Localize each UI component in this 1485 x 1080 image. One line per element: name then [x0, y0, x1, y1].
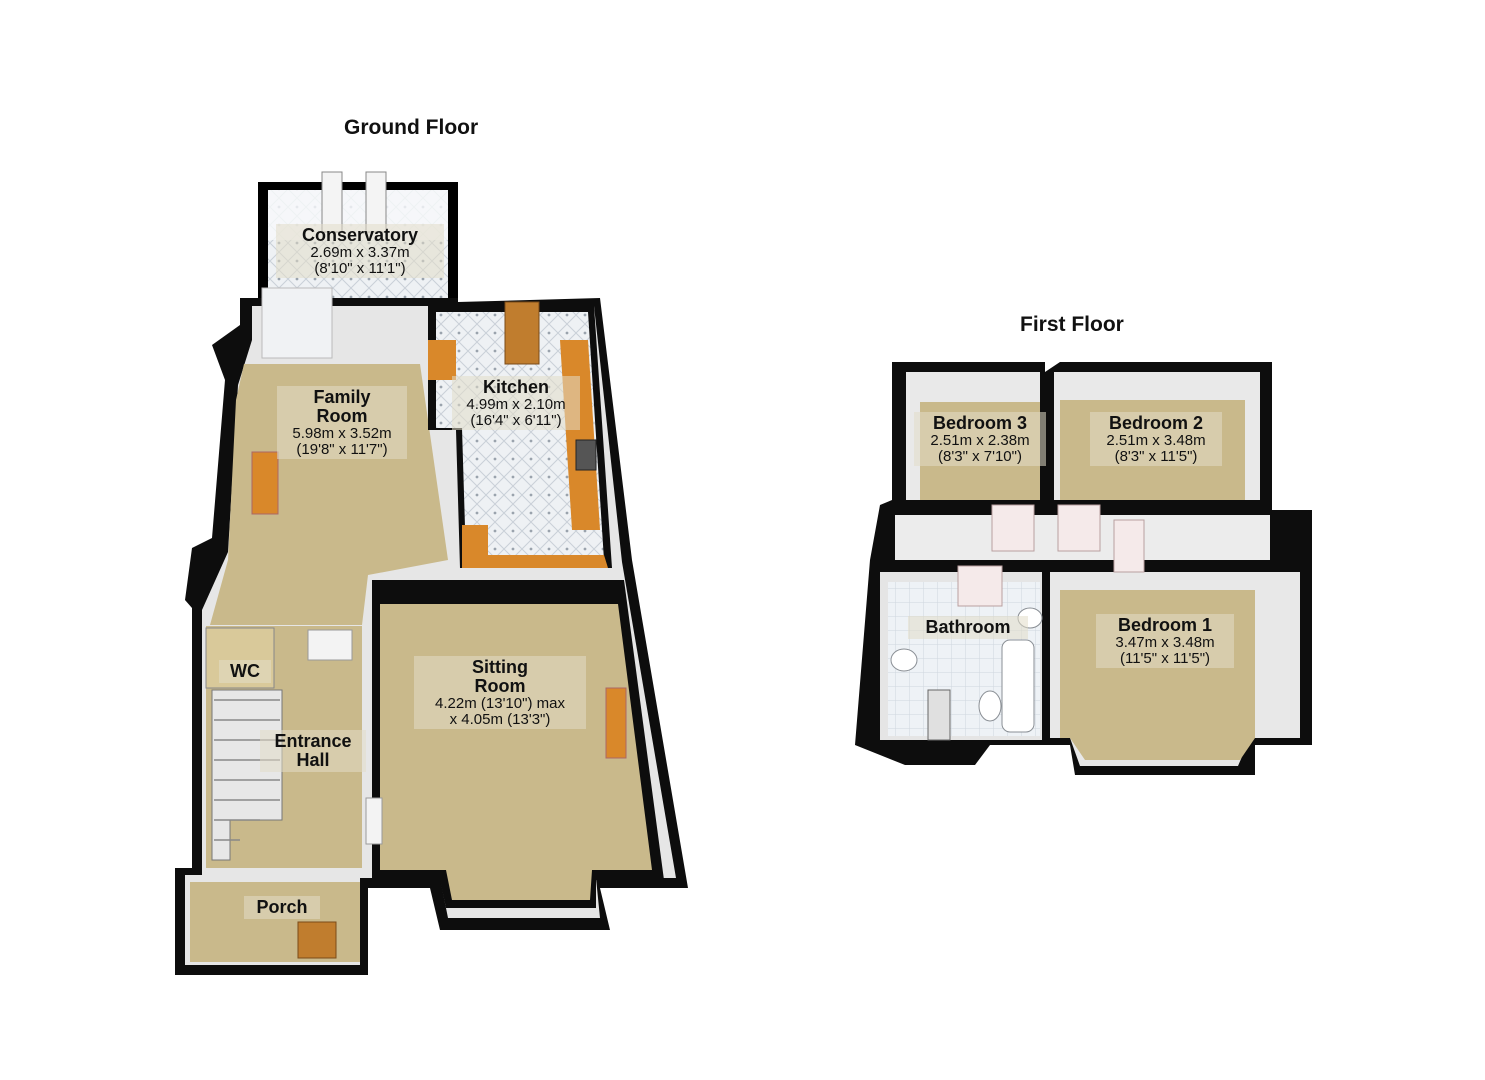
sitting-room-imperial: x 4.05m (13'3")	[449, 710, 551, 728]
sitting-room	[365, 580, 664, 908]
conservatory-metric: 2.69m x 3.37m	[310, 243, 410, 261]
conservatory-imperial: (8'10" x 11'1")	[314, 259, 406, 277]
wc-name: WC	[230, 661, 260, 681]
sitting-room-label: Sitting Room 4.22m (13'10") max x 4.05m …	[414, 656, 586, 730]
bedroom-2-imperial: (8'3" x 11'5")	[1114, 447, 1198, 465]
entrance-hall-name-line1: Entrance	[274, 731, 352, 751]
bedroom-3-imperial: (8'3" x 7'10")	[938, 447, 1022, 465]
family-room-name-line2: Room	[316, 405, 368, 426]
entrance-hall-name-line2: Hall	[296, 749, 330, 770]
porch-name: Porch	[256, 897, 308, 917]
sitting-room-metric: 4.22m (13'10") max	[435, 694, 565, 712]
bedroom-3-name: Bedroom 3	[932, 413, 1028, 433]
bedroom-3-metric: 2.51m x 2.38m	[930, 431, 1030, 449]
bedroom-2-metric: 2.51m x 3.48m	[1106, 431, 1206, 449]
kitchen-name: Kitchen	[482, 377, 549, 397]
conservatory-name: Conservatory	[301, 225, 419, 245]
conservatory-label: Conservatory 2.69m x 3.37m (8'10" x 11'1…	[276, 224, 444, 279]
kitchen-label: Kitchen 4.99m x 2.10m (16'4" x 6'11")	[452, 376, 580, 431]
kitchen-metric: 4.99m x 2.10m	[466, 395, 566, 413]
bedroom-2-name: Bedroom 2	[1108, 413, 1204, 433]
bedroom-1-imperial: (11'5" x 11'5")	[1119, 649, 1211, 667]
landing-area	[895, 504, 1270, 560]
ground-floor-title: Ground Floor	[344, 116, 479, 139]
family-room-name-line1: Family	[313, 387, 371, 407]
kitchen-imperial: (16'4" x 6'11")	[470, 411, 562, 429]
family-room-imperial: (19'8" x 11'7")	[296, 440, 388, 458]
wc-label: WC	[219, 660, 271, 683]
bathroom-room	[880, 565, 1043, 741]
porch-label: Porch	[244, 896, 320, 919]
bathroom-label: Bathroom	[908, 616, 1028, 639]
bedroom-3-label: Bedroom 3 2.51m x 2.38m (8'3" x 7'10")	[914, 412, 1046, 467]
family-room-label: Family Room 5.98m x 3.52m (19'8" x 11'7"…	[277, 386, 407, 460]
ground-floor-plan	[175, 171, 688, 975]
bedroom-2-label: Bedroom 2 2.51m x 3.48m (8'3" x 11'5")	[1090, 412, 1222, 467]
family-room-metric: 5.98m x 3.52m	[292, 424, 392, 442]
first-floor-title: First Floor	[1020, 313, 1124, 336]
bedroom-1-name: Bedroom 1	[1117, 615, 1213, 635]
sitting-room-name-line2: Room	[474, 675, 526, 696]
kitchen-room	[428, 301, 612, 568]
bedroom-1-label: Bedroom 1 3.47m x 3.48m (11'5" x 11'5")	[1096, 614, 1234, 669]
bathroom-name: Bathroom	[925, 617, 1011, 637]
sitting-room-name-line1: Sitting	[472, 657, 528, 677]
entrance-hall-label: Entrance Hall	[260, 730, 366, 772]
bedroom-1-metric: 3.47m x 3.48m	[1115, 633, 1215, 651]
